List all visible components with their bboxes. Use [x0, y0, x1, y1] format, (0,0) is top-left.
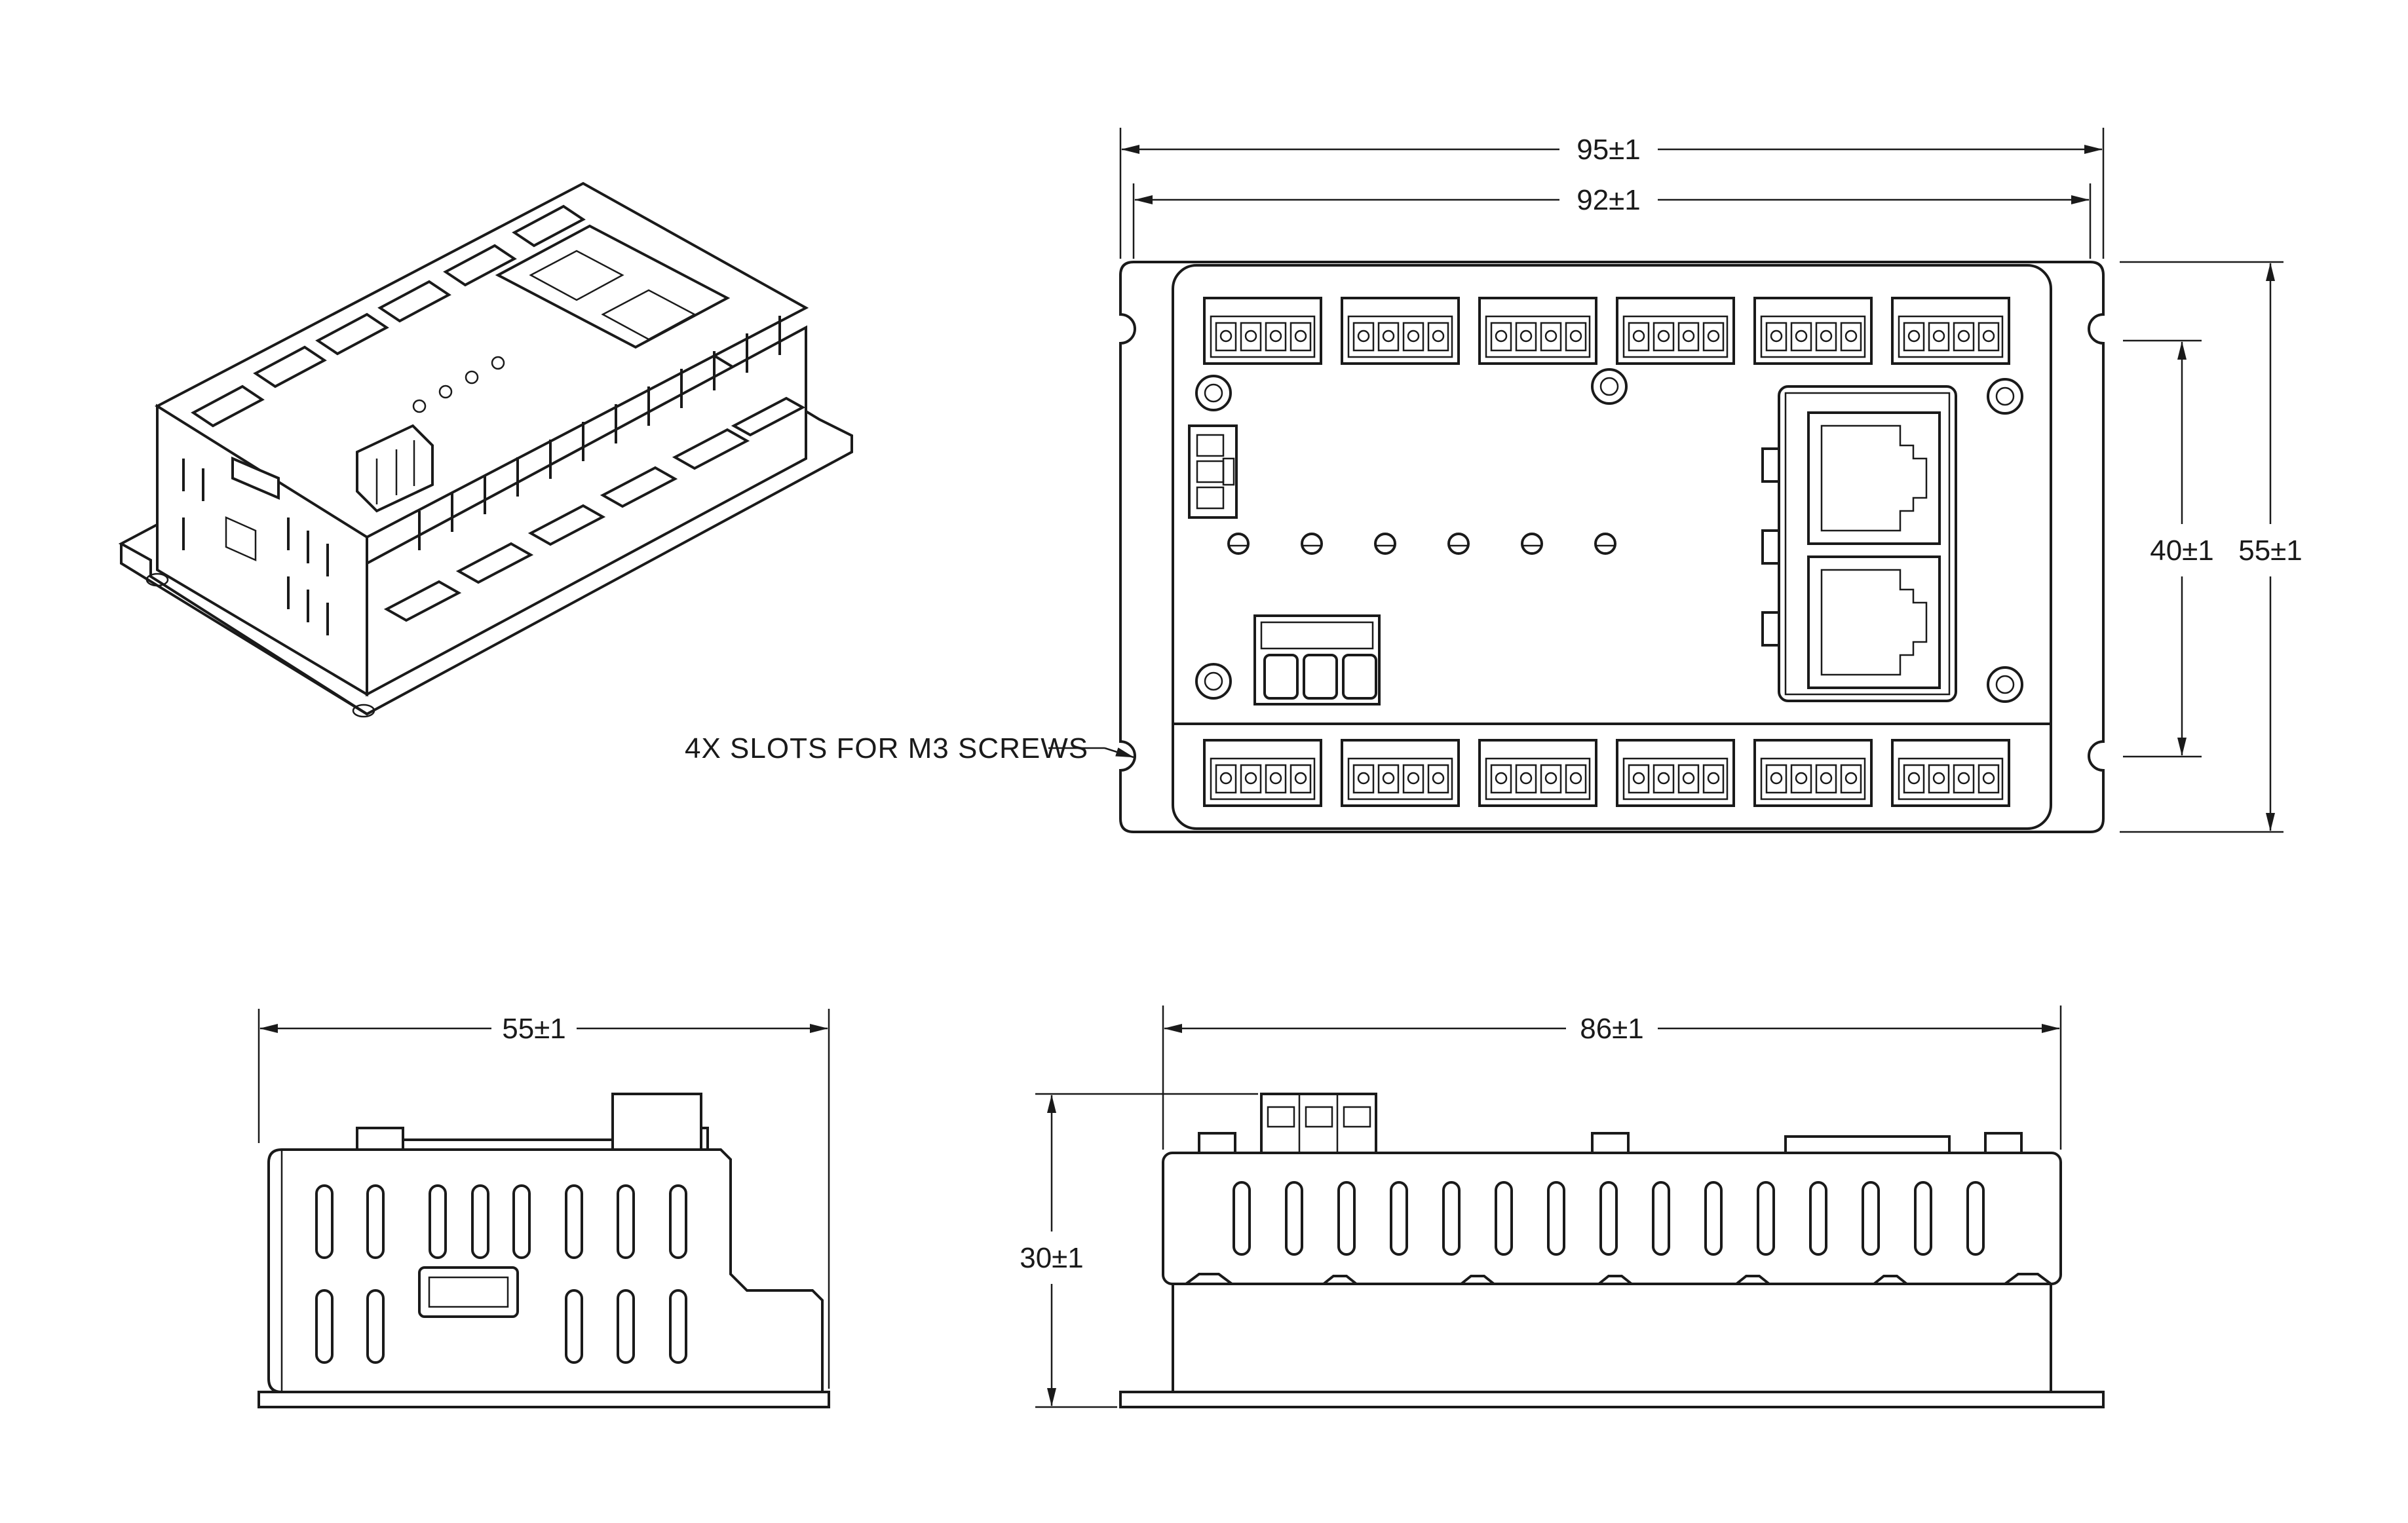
iso-side-connectors [383, 396, 806, 622]
dim-top-inner-width: 92±1 [1577, 184, 1641, 216]
dim-side-width: 55±1 [502, 1013, 566, 1045]
front-view: 86±1 30±1 [1020, 1006, 2105, 1408]
side-view: 55±1 [258, 1009, 830, 1408]
dim-slot-spacing: 40±1 [2150, 535, 2214, 567]
front-base-plate [1119, 1391, 2105, 1408]
front-power-connector [1260, 1093, 1377, 1154]
iso-mount-slot [145, 573, 169, 587]
iso-rj45-block [495, 224, 731, 349]
top-rj45-block [1761, 385, 1957, 702]
iso-top-connectors [191, 204, 586, 428]
side-body [267, 1148, 824, 1393]
dim-front-width: 86±1 [1580, 1013, 1644, 1045]
front-upper-body [1162, 1152, 2062, 1285]
dim-top-overall-width: 95±1 [1577, 134, 1641, 166]
top-power-connector [1253, 614, 1381, 705]
top-view: 95±1 92±1 40±1 55±1 4X SLOTS FOR M3 SCRE… [685, 128, 2303, 833]
slots-note: 4X SLOTS FOR M3 SCREWS [685, 732, 1088, 764]
side-power-connector [611, 1093, 702, 1151]
top-3pin-connector [1188, 424, 1238, 519]
front-lower-body [1172, 1283, 2052, 1393]
front-connector-tabs [1185, 1273, 2052, 1285]
side-usb-port [418, 1266, 519, 1318]
side-base-plate [258, 1391, 830, 1408]
iso-mount-slot [352, 704, 375, 718]
dim-front-height: 30±1 [1020, 1242, 1084, 1274]
isometric-view [118, 181, 853, 718]
iso-right-vent-slots [418, 316, 781, 550]
iso-left-vent-slots [182, 459, 329, 635]
dim-top-overall-height: 55±1 [2238, 535, 2303, 567]
iso-usb-port [231, 456, 280, 500]
